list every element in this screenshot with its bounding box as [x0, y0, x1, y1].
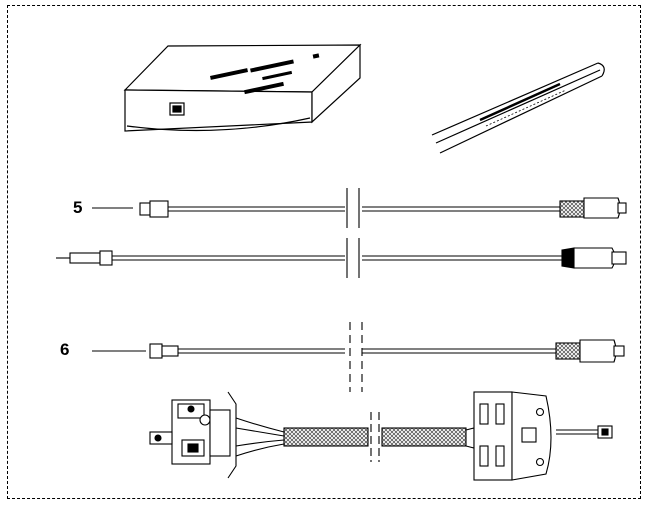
cable-6: [92, 322, 625, 392]
diagram-frame: [7, 5, 641, 499]
extension-cable: [56, 238, 627, 278]
cable-5: [92, 188, 627, 228]
callout-label-6: 6: [60, 340, 70, 359]
interface-box: [123, 43, 362, 132]
harness-cable: [149, 391, 613, 481]
box-label-print: [209, 53, 320, 95]
callout-label-5: 5: [73, 198, 83, 217]
tweezers: [431, 62, 605, 154]
